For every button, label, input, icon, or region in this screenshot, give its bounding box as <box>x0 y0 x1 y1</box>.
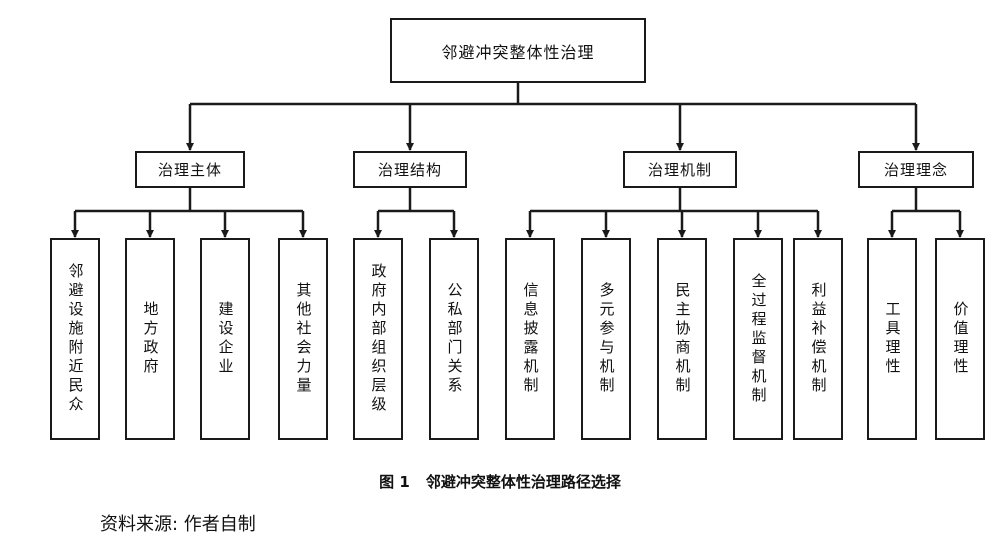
root-node: 邻避冲突整体性治理 <box>390 18 646 83</box>
leaf-node: 民主协商机制 <box>657 238 707 440</box>
leaf-label: 利益补偿机制 <box>809 282 828 396</box>
leaf-node: 多元参与机制 <box>581 238 631 440</box>
figure-title: 邻避冲突整体性治理路径选择 <box>425 473 621 491</box>
leaf-label: 公私部门关系 <box>445 282 464 396</box>
category-governance-mechanism: 治理机制 <box>623 151 737 188</box>
leaf-label: 其他社会力量 <box>294 282 313 396</box>
leaf-node: 建设企业 <box>200 238 250 440</box>
leaf-node: 信息披露机制 <box>505 238 555 440</box>
leaf-label: 邻避设施附近民众 <box>66 263 85 415</box>
category-governance-concept: 治理理念 <box>858 151 974 188</box>
leaf-label: 全过程监督机制 <box>749 272 768 406</box>
figure-caption: 图 1 邻避冲突整体性治理路径选择 <box>0 471 1000 492</box>
category-label: 治理理念 <box>883 161 948 179</box>
category-label: 治理结构 <box>377 161 442 179</box>
leaf-label: 政府内部组织层级 <box>369 263 388 415</box>
leaf-node: 全过程监督机制 <box>733 238 783 440</box>
leaf-node: 工具理性 <box>867 238 917 440</box>
leaf-label: 建设企业 <box>216 301 235 377</box>
leaf-node: 公私部门关系 <box>429 238 479 440</box>
category-label: 治理机制 <box>647 161 712 179</box>
category-governance-structure: 治理结构 <box>353 151 467 188</box>
leaf-node: 利益补偿机制 <box>793 238 843 440</box>
leaf-node: 地方政府 <box>125 238 175 440</box>
leaf-label: 地方政府 <box>141 301 160 377</box>
leaf-label: 信息披露机制 <box>521 282 540 396</box>
category-label: 治理主体 <box>157 161 222 179</box>
leaf-node: 其他社会力量 <box>278 238 328 440</box>
figure-number: 图 1 <box>379 473 410 491</box>
root-label: 邻避冲突整体性治理 <box>441 42 595 62</box>
leaf-node: 政府内部组织层级 <box>353 238 403 440</box>
leaf-label: 工具理性 <box>883 301 902 377</box>
leaf-label: 民主协商机制 <box>673 282 692 396</box>
leaf-node: 价值理性 <box>935 238 985 440</box>
leaf-label: 价值理性 <box>951 301 970 377</box>
source-note: 资料来源: 作者自制 <box>100 514 256 535</box>
category-governance-subject: 治理主体 <box>135 151 245 188</box>
leaf-label: 多元参与机制 <box>597 282 616 396</box>
leaf-node: 邻避设施附近民众 <box>50 238 100 440</box>
